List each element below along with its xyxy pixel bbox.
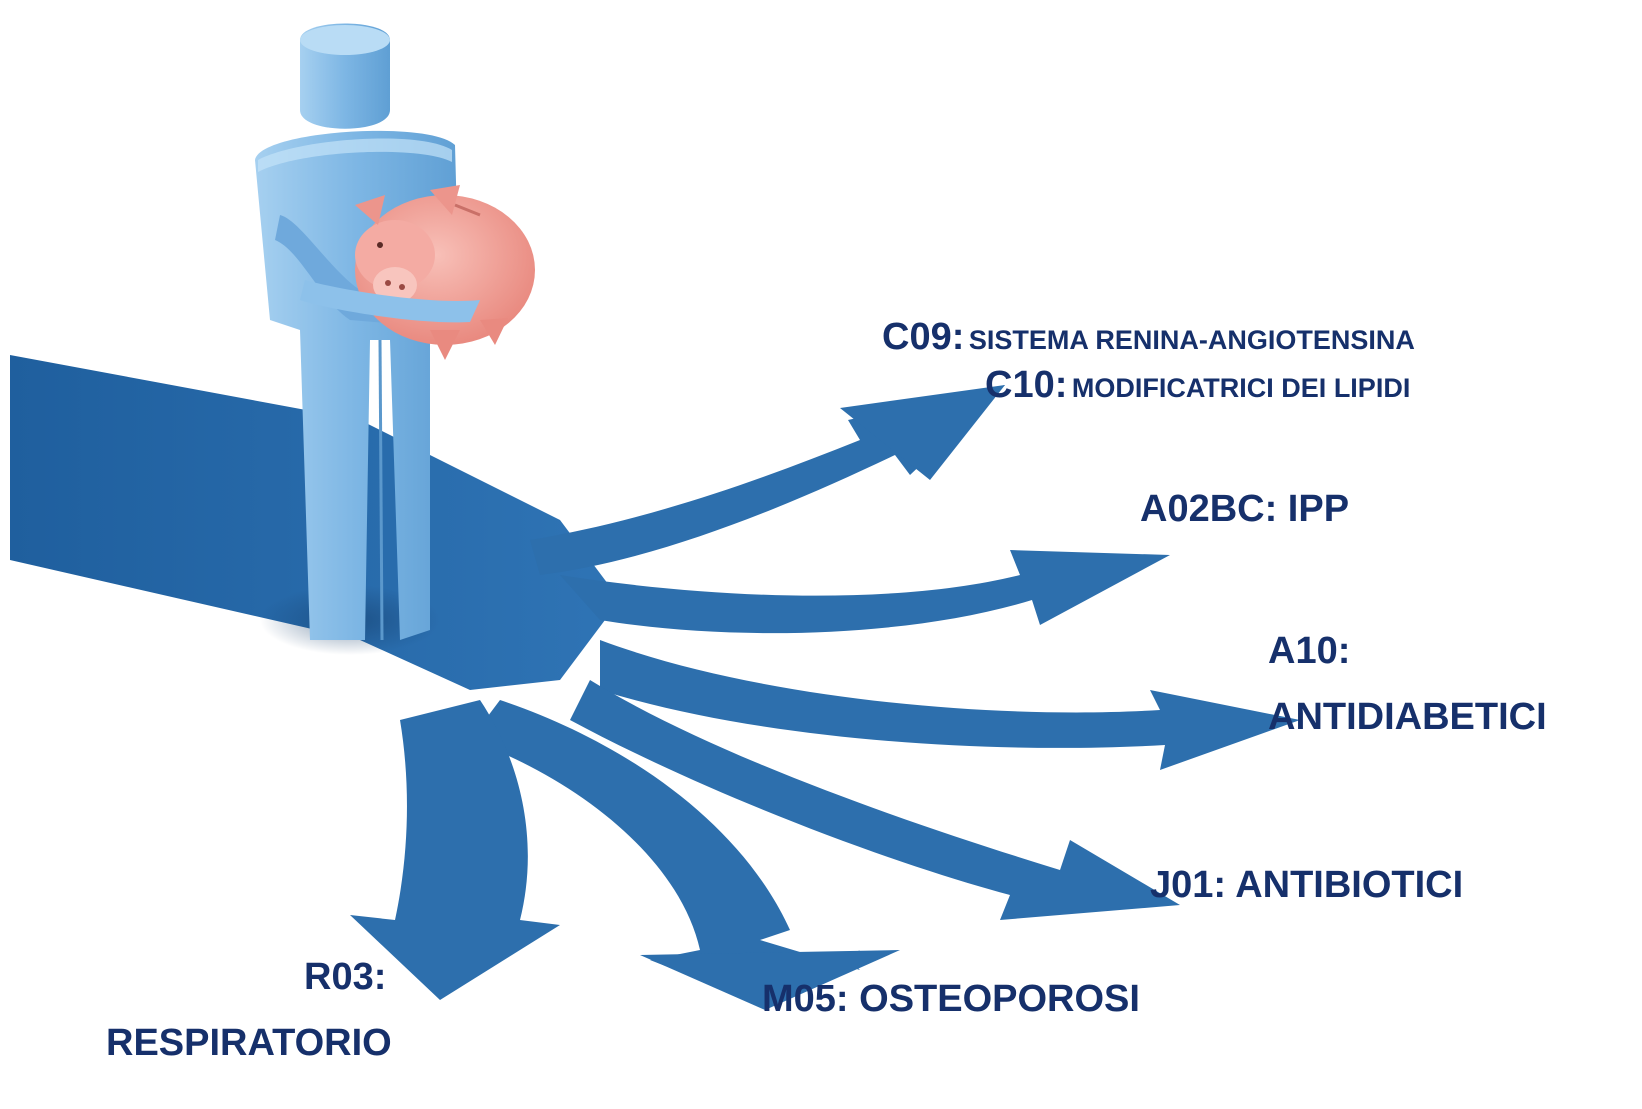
label-c10: C10: MODIFICATRICI DEI LIPIDI	[985, 366, 1410, 404]
label-m05: M05: OSTEOPOROSI	[762, 978, 1140, 1020]
figure-arm-front	[300, 280, 480, 323]
label-c09-text: SISTEMA RENINA-ANGIOTENSINA	[968, 325, 1415, 355]
arrow-a10	[600, 640, 1300, 770]
arrow-c09-c10	[530, 385, 1005, 575]
label-c09: C09: SISTEMA RENINA-ANGIOTENSINA	[882, 318, 1415, 356]
label-a10-code: A10:	[1268, 630, 1351, 672]
arrow-j01	[570, 680, 1180, 920]
label-c10-text: MODIFICATRICI DEI LIPIDI	[1071, 373, 1411, 403]
label-r03-code: R03:	[304, 956, 387, 998]
label-c09-code: C09:	[882, 316, 965, 358]
arrow-r03	[350, 700, 560, 1000]
label-a02bc: A02BC: IPP	[1140, 488, 1350, 530]
label-a10-text: ANTIDIABETICI	[1268, 696, 1547, 738]
arrow-m05	[470, 700, 900, 1010]
label-r03-text: RESPIRATORIO	[106, 1022, 392, 1064]
arrow-a02bc	[560, 550, 1170, 634]
label-c10-code: C10:	[985, 364, 1068, 406]
label-j01: J01: ANTIBIOTICI	[1150, 864, 1464, 906]
